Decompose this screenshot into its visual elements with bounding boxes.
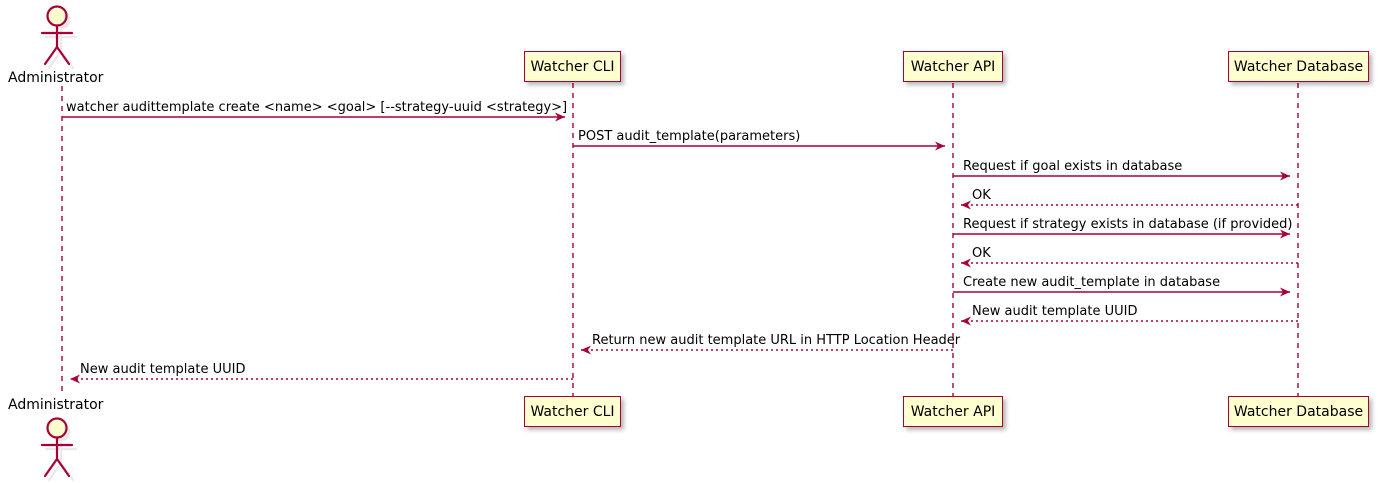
message-label-2: POST audit_template(parameters)	[578, 129, 801, 144]
participant-label-watcher-cli-bottom: Watcher CLI	[530, 403, 615, 420]
participant-label-watcher-database-bottom: Watcher Database	[1233, 403, 1364, 420]
actor-figure-top	[40, 5, 78, 70]
participant-box-watcher-cli-bottom[interactable]: Watcher CLI	[524, 396, 621, 427]
participant-label-watcher-cli-top: Watcher CLI	[530, 58, 615, 75]
message-label-4: OK	[972, 188, 991, 203]
actor-leg-left-top	[43, 45, 59, 66]
message-label-5: Request if strategy exists in database (…	[963, 217, 1293, 232]
actor-label-administrator-bottom: Administrator	[8, 397, 104, 413]
actor-leg-left-bottom	[43, 457, 59, 478]
message-label-7: Create new audit_template in database	[963, 275, 1221, 290]
actor-figure-bottom	[40, 417, 78, 482]
participant-box-watcher-database-bottom[interactable]: Watcher Database	[1228, 396, 1369, 427]
actor-head-top	[46, 5, 68, 27]
message-label-8: New audit template UUID	[972, 304, 1138, 319]
participant-box-watcher-cli-top[interactable]: Watcher CLI	[524, 51, 621, 82]
actor-leg-right-top	[55, 45, 71, 66]
lifelines	[61, 83, 1299, 396]
message-label-9: Return new audit template URL in HTTP Lo…	[592, 333, 961, 348]
message-arrows	[62, 112, 1298, 384]
participant-label-watcher-api-top: Watcher API	[910, 58, 996, 75]
participant-box-watcher-api-bottom[interactable]: Watcher API	[903, 396, 1003, 427]
participant-box-watcher-database-top[interactable]: Watcher Database	[1228, 51, 1369, 82]
participant-label-watcher-api-bottom: Watcher API	[910, 403, 996, 420]
actor-head-bottom	[46, 417, 68, 439]
message-label-6: OK	[972, 246, 991, 261]
message-label-1: watcher audittemplate create <name> <goa…	[66, 100, 568, 115]
participant-label-watcher-database-top: Watcher Database	[1233, 58, 1364, 75]
message-label-3: Request if goal exists in database	[963, 159, 1183, 174]
participant-box-watcher-api-top[interactable]: Watcher API	[903, 51, 1003, 82]
message-label-10: New audit template UUID	[80, 362, 246, 377]
actor-leg-right-bottom	[55, 457, 71, 478]
actor-label-administrator-top: Administrator	[8, 70, 104, 86]
